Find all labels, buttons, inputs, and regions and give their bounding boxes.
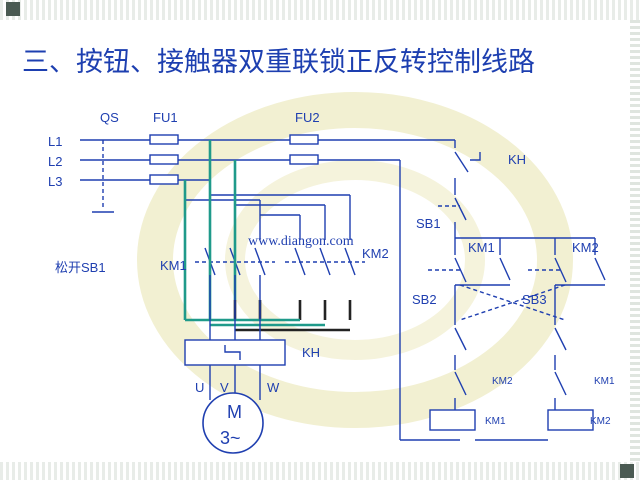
label-l2: L2 <box>48 154 62 169</box>
label-km2-aux: KM2 <box>572 240 599 255</box>
right-border <box>630 20 640 480</box>
label-km1-coil: KM1 <box>485 416 506 427</box>
label-km1-aux: KM1 <box>468 240 495 255</box>
label-l3: L3 <box>48 174 62 189</box>
coil-km2 <box>547 409 594 431</box>
watermark: www.diangon.com <box>248 234 354 249</box>
label-km1-interlock: KM1 <box>594 376 615 387</box>
fuse-fu2-a <box>289 134 319 145</box>
motor <box>202 392 264 454</box>
bottom-border <box>0 462 640 480</box>
control-circuit <box>399 140 606 441</box>
page-title: 三、按钮、接触器双重联锁正反转控制线路 <box>22 47 535 78</box>
label-sb1: SB1 <box>416 216 441 231</box>
label-motor-m: M <box>227 402 242 422</box>
label-kh-ctrl: KH <box>508 152 526 167</box>
label-qs: QS <box>100 110 119 125</box>
label-w: W <box>267 380 280 395</box>
label-sb2: SB2 <box>412 292 437 307</box>
fuse-fu1-b <box>149 154 179 165</box>
corner-block <box>6 2 20 16</box>
label-km2-main: KM2 <box>362 246 389 261</box>
label-fu2: FU2 <box>295 110 320 125</box>
fuse-fu2-b <box>289 154 319 165</box>
label-fu1: FU1 <box>153 110 178 125</box>
fuse-fu1-a <box>149 134 179 145</box>
label-l1: L1 <box>48 134 62 149</box>
label-km2-coil: KM2 <box>590 416 611 427</box>
label-u: U <box>195 380 204 395</box>
label-v: V <box>220 380 229 395</box>
label-motor-3ph: 3~ <box>220 428 241 448</box>
label-release-sb1: 松开SB1 <box>55 260 106 275</box>
corner-block <box>620 464 634 478</box>
label-sb3: SB3 <box>522 292 547 307</box>
label-kh-main: KH <box>302 345 320 360</box>
main-circuit <box>80 134 455 454</box>
label-km1-main: KM1 <box>160 258 187 273</box>
top-border <box>0 0 640 20</box>
coil-km1 <box>429 409 476 431</box>
fuse-fu1-c <box>149 174 179 185</box>
label-km2-interlock: KM2 <box>492 376 513 387</box>
